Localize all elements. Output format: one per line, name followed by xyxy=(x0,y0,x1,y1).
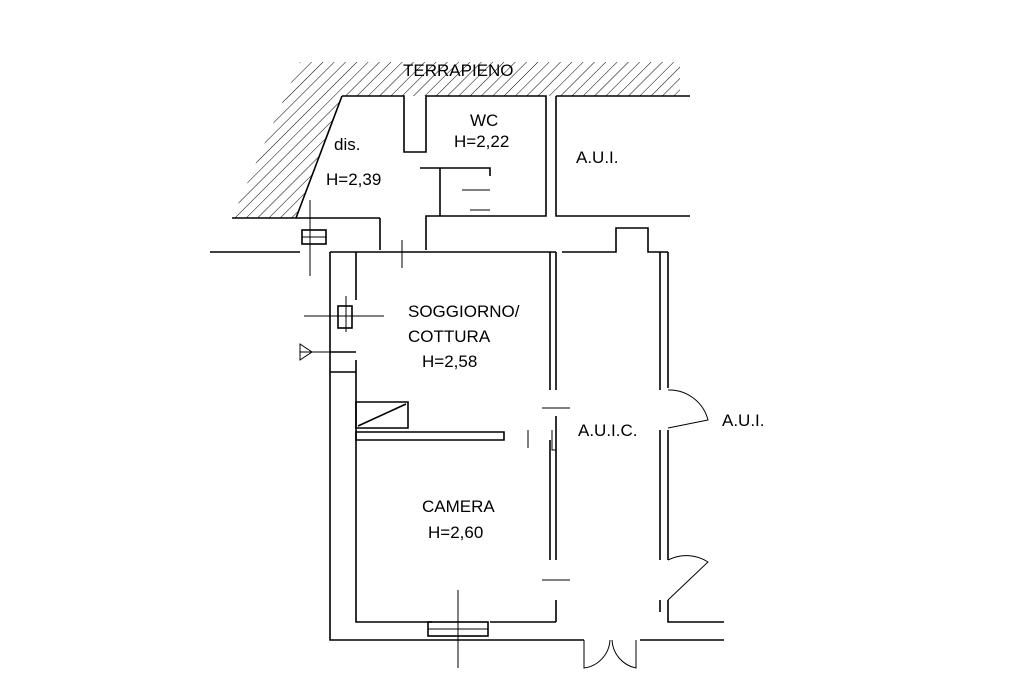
room-wc-height: H=2,22 xyxy=(454,132,510,151)
main-walls xyxy=(210,227,724,641)
room-cottura-label: COTTURA xyxy=(408,327,491,346)
area-auic: A.U.I.C. xyxy=(578,421,638,440)
room-camera-label: CAMERA xyxy=(422,497,495,516)
room-soggiorno-label: SOGGIORNO/ xyxy=(408,302,520,321)
area-aui-right: A.U.I. xyxy=(722,411,765,430)
room-camera-height: H=2,60 xyxy=(428,523,484,542)
room-dis-label: dis. xyxy=(334,135,361,154)
room-wc-label: WC xyxy=(470,111,499,130)
area-aui-top: A.U.I. xyxy=(576,148,619,167)
terrapieno-hatch xyxy=(232,62,680,218)
room-soggiorno-height: H=2,58 xyxy=(422,352,478,371)
room-dis-height: H=2,39 xyxy=(326,170,382,189)
doors xyxy=(527,389,709,669)
windows xyxy=(299,189,490,668)
terrapieno-label: TERRAPIENO xyxy=(403,61,514,80)
